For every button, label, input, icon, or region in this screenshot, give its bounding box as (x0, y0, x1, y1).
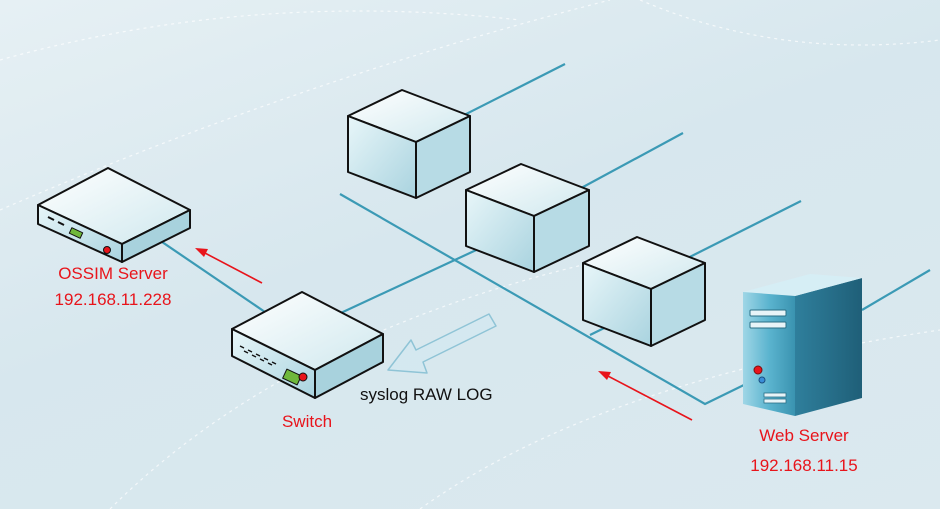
bg-arc (0, 10, 521, 61)
red-arrows (195, 248, 693, 421)
bg-arc (0, 0, 611, 211)
arrow-to-ossim-head (195, 248, 208, 257)
web-server-ip: 192.168.11.15 (750, 456, 858, 475)
ossim-server-name: OSSIM Server (58, 264, 168, 283)
link-web-up (861, 269, 931, 311)
network-block-icon (582, 236, 706, 347)
arrow-from-web-head (598, 371, 611, 380)
bg-arc (639, 0, 940, 46)
arrow-to-ossim (202, 251, 263, 284)
switch-name: Switch (281, 412, 333, 431)
log-flow-arrow (387, 313, 497, 374)
switch-icon (231, 291, 384, 399)
ossim-server-ip: 192.168.11.228 (54, 290, 172, 309)
web-server-name: Web Server (759, 426, 849, 445)
web-server-tower-icon (743, 274, 862, 416)
log-flow-label: syslog RAW LOG (360, 385, 493, 404)
ossim-server-icon (37, 167, 191, 263)
arrow-from-web (605, 374, 693, 421)
bg-arc (109, 249, 651, 509)
network-block-icon (465, 163, 590, 273)
network-block-icon (347, 89, 471, 199)
link-bus (339, 193, 751, 406)
